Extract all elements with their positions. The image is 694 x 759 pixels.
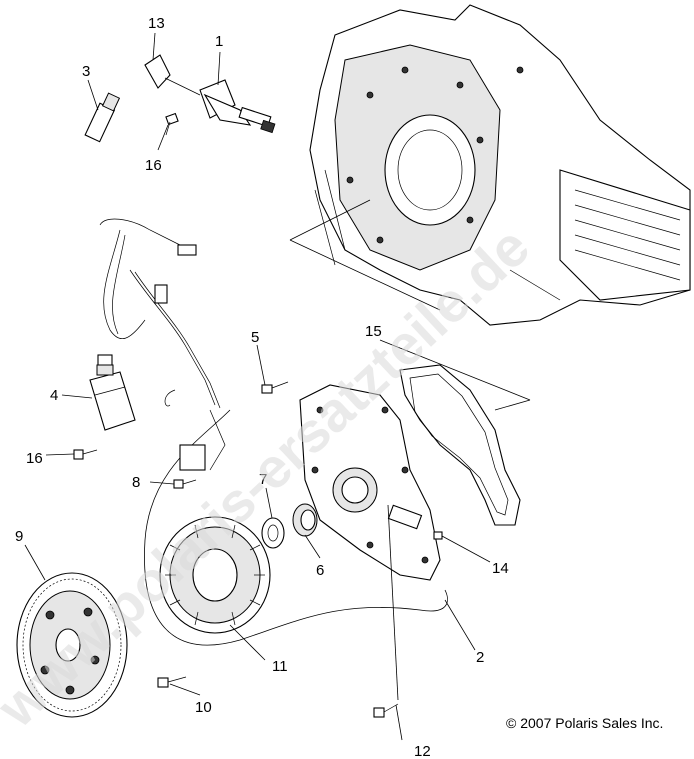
callout-labels: 1 13 3 16 4 16 5 15 8 7 6 14 9 2 11 10 1… (15, 15, 509, 759)
watermark: www.polaris-ersatzteile.de (0, 214, 541, 739)
leader-lines (24, 32, 491, 741)
callout-4: 4 (50, 387, 58, 404)
callout-5: 5 (251, 329, 259, 346)
stator (159, 516, 271, 634)
bolt-5 (261, 381, 289, 394)
bolt-16-upper (165, 112, 179, 136)
callout-10: 10 (195, 699, 212, 716)
callout-16-upper: 16 (145, 157, 162, 174)
callout-8: 8 (132, 474, 140, 491)
screw-14 (433, 531, 443, 540)
ignition-coil (199, 79, 276, 134)
engine-crankcase (309, 4, 691, 326)
spark-plug-cap (144, 54, 201, 96)
bearing (292, 503, 318, 537)
voltage-regulator (89, 364, 136, 431)
callout-3: 3 (82, 63, 90, 80)
spark-plug (84, 92, 121, 143)
callout-1: 1 (215, 33, 223, 50)
bolt-12 (373, 703, 399, 718)
callout-16-lower: 16 (26, 450, 43, 467)
callout-11: 11 (272, 658, 288, 675)
callout-12: 12 (414, 743, 431, 759)
wiring-harness (97, 218, 226, 471)
callout-2: 2 (476, 649, 484, 666)
bolt-10 (157, 676, 187, 688)
flywheel (16, 572, 128, 718)
oil-seal (261, 517, 285, 549)
callout-14: 14 (492, 560, 509, 577)
bolt-16-lower (73, 449, 98, 460)
callout-7: 7 (259, 471, 267, 488)
callout-13: 13 (148, 15, 165, 32)
copyright-text: © 2007 Polaris Sales Inc. (506, 715, 663, 731)
callout-15: 15 (365, 323, 382, 340)
callout-6: 6 (316, 562, 324, 579)
callout-9: 9 (15, 528, 23, 545)
stator-cover (299, 384, 441, 581)
bolt-8 (173, 479, 197, 489)
